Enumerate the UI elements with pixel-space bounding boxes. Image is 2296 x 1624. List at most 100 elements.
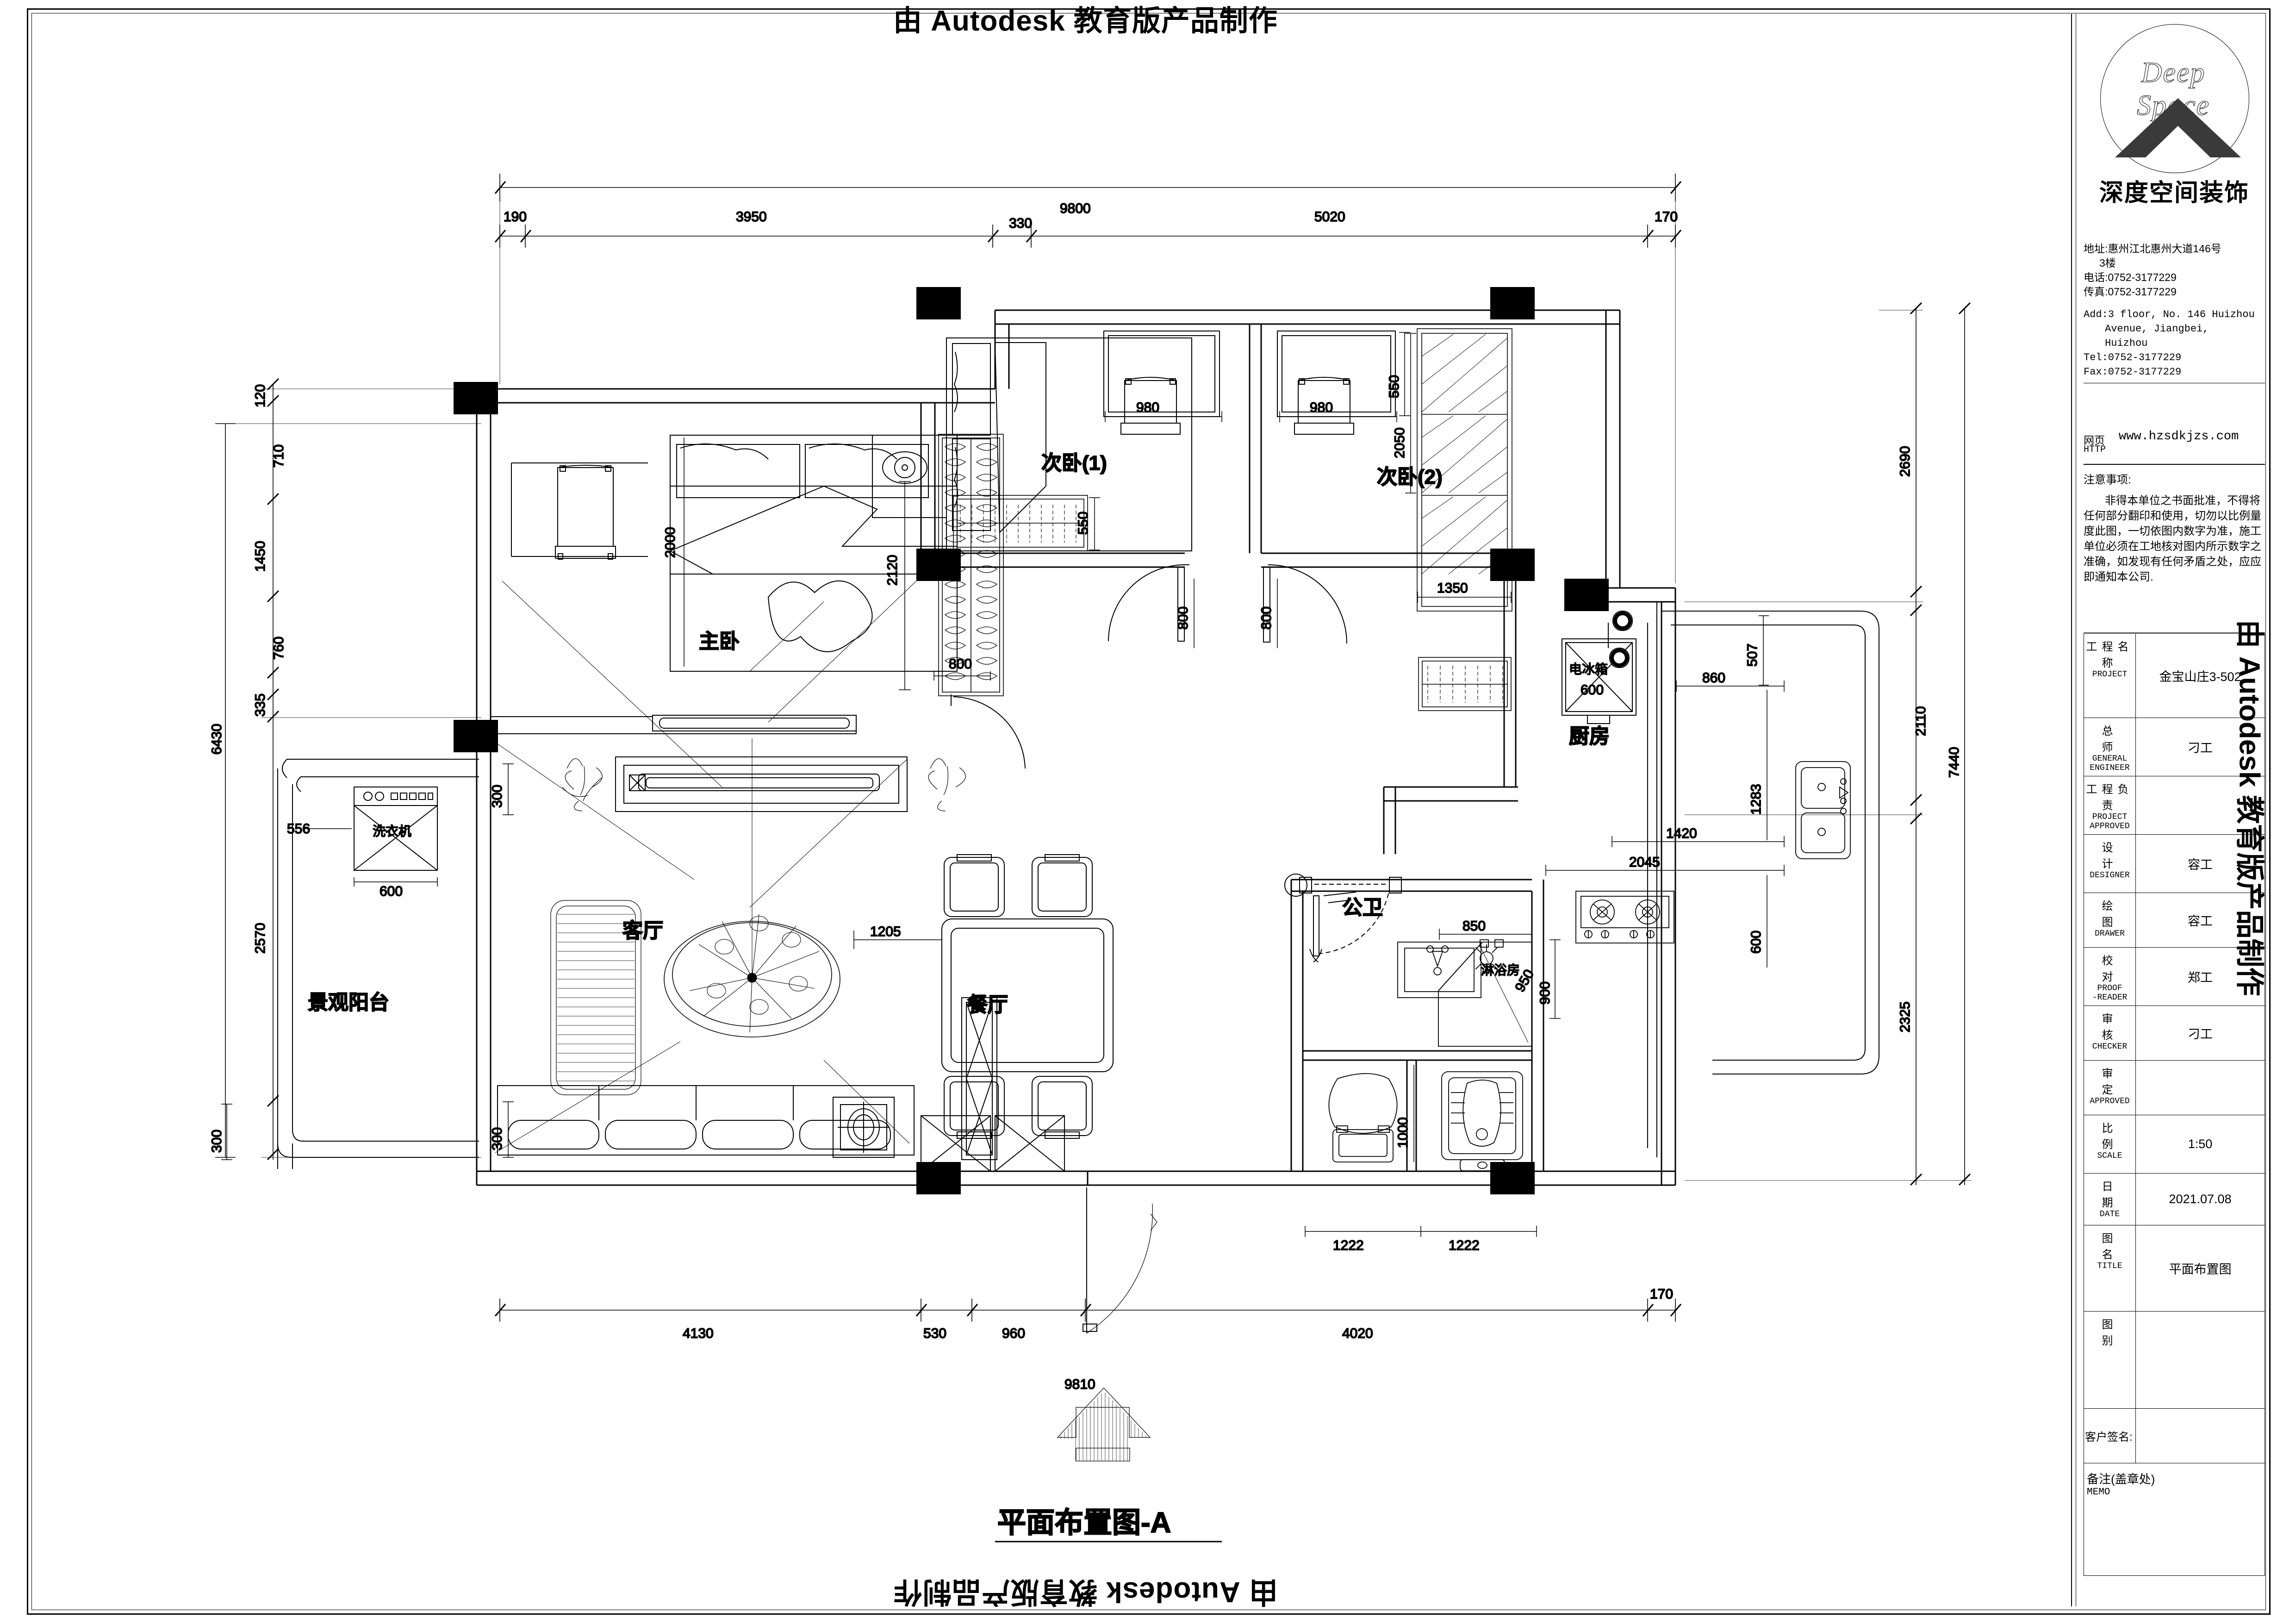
dim-bottom-530: 530 bbox=[923, 1326, 946, 1341]
dim-left-overall: 6430 bbox=[209, 724, 224, 755]
title-block-value[interactable]: 金宝山庄3-502 bbox=[2159, 670, 2241, 684]
dim-desk1-980: 980 bbox=[1136, 400, 1159, 415]
dim-washer-width: 600 bbox=[380, 884, 403, 899]
title-block-value[interactable] bbox=[2136, 776, 2265, 834]
title-block-key-cn: 工程负责 bbox=[2086, 783, 2134, 812]
title-block-key: 图 别 bbox=[2084, 1312, 2149, 1408]
title-block-key-en: GENERAL bbox=[2092, 754, 2128, 763]
title-block-key-en: ENGINEER bbox=[2090, 763, 2130, 773]
dim-bottom-960: 960 bbox=[1002, 1326, 1025, 1341]
website-row: 网页 HTTP www.hzsdkjzs.com bbox=[2084, 430, 2265, 465]
title-block-value[interactable]: 刁工 bbox=[2188, 1027, 2213, 1041]
dim-556: 556 bbox=[287, 821, 310, 837]
fax-label: 传真 bbox=[2084, 286, 2105, 298]
address-cn-line2: 3楼 bbox=[2099, 257, 2116, 269]
address-en-line1: Add:3 floor, No. 146 Huizhou bbox=[2084, 309, 2255, 320]
dim-left-760: 760 bbox=[271, 637, 286, 660]
room-label-bathroom: 公卫 bbox=[1342, 896, 1383, 919]
dim-left-710: 710 bbox=[271, 444, 286, 468]
dim-wardrobe-2120: 2120 bbox=[885, 555, 900, 586]
dim-top-190: 190 bbox=[504, 209, 527, 225]
dim-kitchen-860: 860 bbox=[1702, 670, 1725, 686]
dim-top-330: 330 bbox=[1009, 216, 1032, 231]
title-block-key-en: APPROVED bbox=[2090, 822, 2130, 831]
dim-kitchen-2045: 2045 bbox=[1629, 855, 1660, 870]
plan-bottom-title: 平面布置图-A bbox=[997, 1507, 1171, 1539]
title-block-value[interactable]: 1:50 bbox=[2188, 1137, 2213, 1151]
title-block-key-cn: 绘 图 bbox=[2102, 900, 2149, 929]
room-label-living-room: 客厅 bbox=[622, 919, 663, 942]
dim-bottom-170: 170 bbox=[1650, 1287, 1673, 1302]
dim-left-335: 335 bbox=[253, 693, 268, 717]
fax-value: 0752-3177229 bbox=[2108, 286, 2177, 298]
title-block-key-cn: 图 别 bbox=[2102, 1318, 2149, 1347]
dim-top-5020: 5020 bbox=[1314, 209, 1345, 225]
dim-wardrobe2-2050: 2050 bbox=[1392, 427, 1407, 458]
room-label-dining-room: 餐厅 bbox=[967, 993, 1008, 1016]
client-signature-field[interactable] bbox=[2136, 1409, 2265, 1463]
dim-kitchen-600: 600 bbox=[1748, 931, 1764, 954]
dim-top-overall: 9800 bbox=[1060, 201, 1091, 216]
address-cn-label: 地址 bbox=[2084, 243, 2105, 255]
title-block-row: 图 别 bbox=[2084, 1312, 2265, 1409]
title-block-value[interactable]: 容工 bbox=[2188, 914, 2213, 928]
floor-plan-drawing: 洗衣机 600 556 2000 bbox=[209, 174, 1972, 1543]
dim-right-2325: 2325 bbox=[1898, 1001, 1913, 1032]
title-panel: Deep Space 深度空间装饰 地址:惠州江北惠州大道146号 3楼 电话:… bbox=[2071, 14, 2265, 1606]
client-signature-row: 客户签名: bbox=[2084, 1409, 2265, 1463]
notes-heading: 注意事项: bbox=[2084, 474, 2131, 486]
title-block-value[interactable]: 平面布置图 bbox=[2169, 1262, 2232, 1276]
dim-right-2690: 2690 bbox=[1898, 446, 1913, 477]
title-block-key-en: PROJECT bbox=[2092, 670, 2128, 679]
title-block-key-en: TITLE bbox=[2097, 1262, 2122, 1271]
phone-value: 0752-3177229 bbox=[2108, 271, 2177, 283]
title-block-value[interactable]: 容工 bbox=[2188, 858, 2213, 872]
address-en-line3: Huizhou bbox=[2105, 337, 2148, 349]
title-block-key-en: -READER bbox=[2092, 993, 2128, 1002]
title-block-value[interactable]: 郑工 bbox=[2188, 971, 2213, 985]
dim-300-b: 300 bbox=[490, 1127, 505, 1150]
title-block-key-en: PROJECT bbox=[2092, 812, 2128, 822]
title-block-key-cn: 日 期 bbox=[2102, 1181, 2149, 1209]
phone-label: 电话 bbox=[2084, 271, 2105, 283]
shower-room-label: 淋浴房 bbox=[1481, 963, 1520, 977]
dim-fridge-600: 600 bbox=[1580, 682, 1604, 698]
title-block-key-en: APPROVED bbox=[2090, 1097, 2130, 1106]
web-label-en: HTTP bbox=[2084, 444, 2106, 455]
signature-memo-wrap: 客户签名:备注(盖章处)MEMO bbox=[2084, 1409, 2265, 1576]
dim-kitchen-507: 507 bbox=[1745, 643, 1760, 667]
dim-kitchen-1283: 1283 bbox=[1748, 784, 1764, 815]
title-block-key-en: DATE bbox=[2099, 1210, 2120, 1219]
website-url: www.hzsdkjzs.com bbox=[2119, 430, 2239, 443]
logo-circle bbox=[2100, 24, 2249, 173]
title-block-key-cn: 设 计 bbox=[2102, 842, 2149, 870]
sheet-border-inner bbox=[31, 13, 2266, 1610]
title-block-value[interactable]: 刁工 bbox=[2188, 741, 2213, 755]
dim-bottom-4130: 4130 bbox=[683, 1326, 714, 1341]
room-label-balcony: 景观阳台 bbox=[308, 991, 389, 1014]
company-contact-block: 地址:惠州江北惠州大道146号 3楼 电话:0752-3177229 传真:07… bbox=[2084, 242, 2265, 383]
dim-bed-2000: 2000 bbox=[663, 527, 678, 558]
title-block-value[interactable]: 2021.07.08 bbox=[2169, 1192, 2232, 1206]
dim-desk2-980: 980 bbox=[1310, 400, 1333, 415]
title-block-key-cn: 比 例 bbox=[2102, 1122, 2149, 1151]
dim-toilet-1000: 1000 bbox=[1395, 1117, 1411, 1148]
title-block-value[interactable] bbox=[2136, 1061, 2265, 1115]
dim-bath-1222-b: 1222 bbox=[1449, 1238, 1480, 1253]
address-en-line2: Avenue, Jiangbei, bbox=[2105, 323, 2209, 335]
memo-row[interactable]: 备注(盖章处)MEMO bbox=[2084, 1463, 2265, 1574]
title-block-value[interactable] bbox=[2136, 1312, 2265, 1408]
